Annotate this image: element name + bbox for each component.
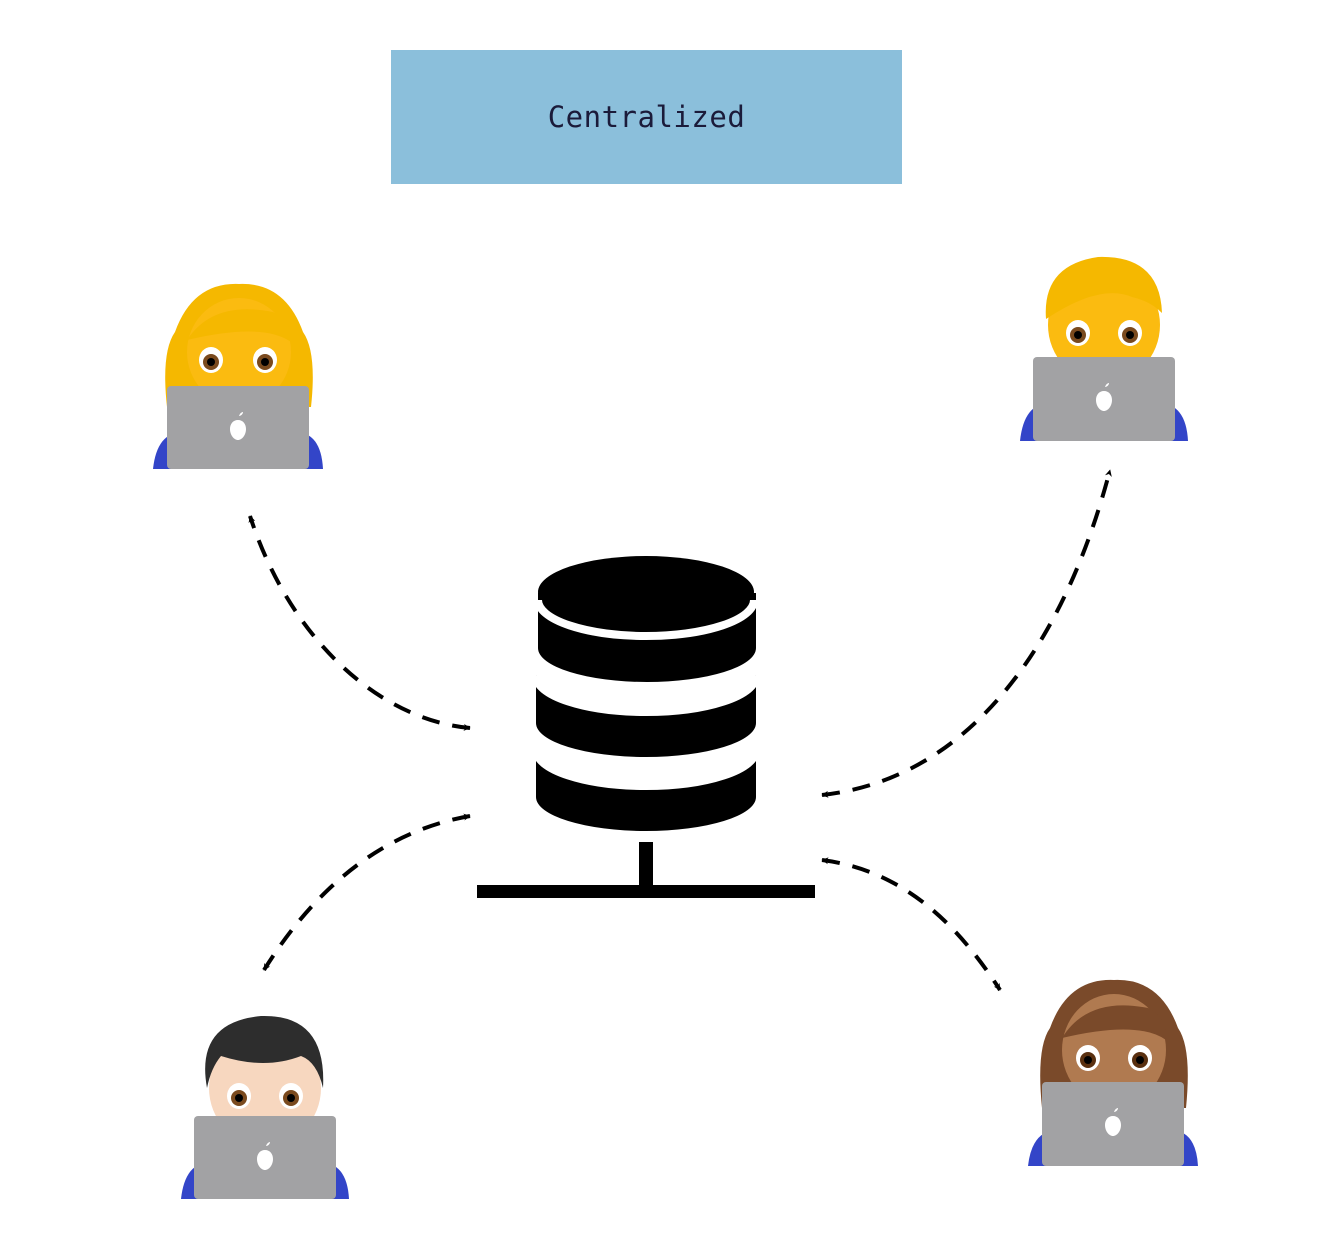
user-top-right [1020, 256, 1188, 441]
woman-technologist-icon [153, 283, 323, 469]
user-bottom-right [1028, 979, 1198, 1166]
title-box-background [391, 50, 902, 184]
arrow-bottom-left [262, 813, 471, 972]
user-bottom-left [181, 1015, 349, 1199]
arrow-top-left [248, 515, 471, 731]
user-top-left [153, 283, 323, 469]
woman-technologist-icon [1028, 979, 1198, 1166]
man-technologist-icon [1020, 256, 1188, 441]
arrow-top-right [821, 469, 1112, 798]
database-server-icon [477, 556, 815, 898]
arrow-bottom-right [821, 857, 1002, 992]
connection-arrows [248, 469, 1112, 992]
title-box: Centralized [391, 50, 902, 184]
diagram-title: Centralized [547, 100, 746, 134]
man-technologist-icon [181, 1015, 349, 1199]
